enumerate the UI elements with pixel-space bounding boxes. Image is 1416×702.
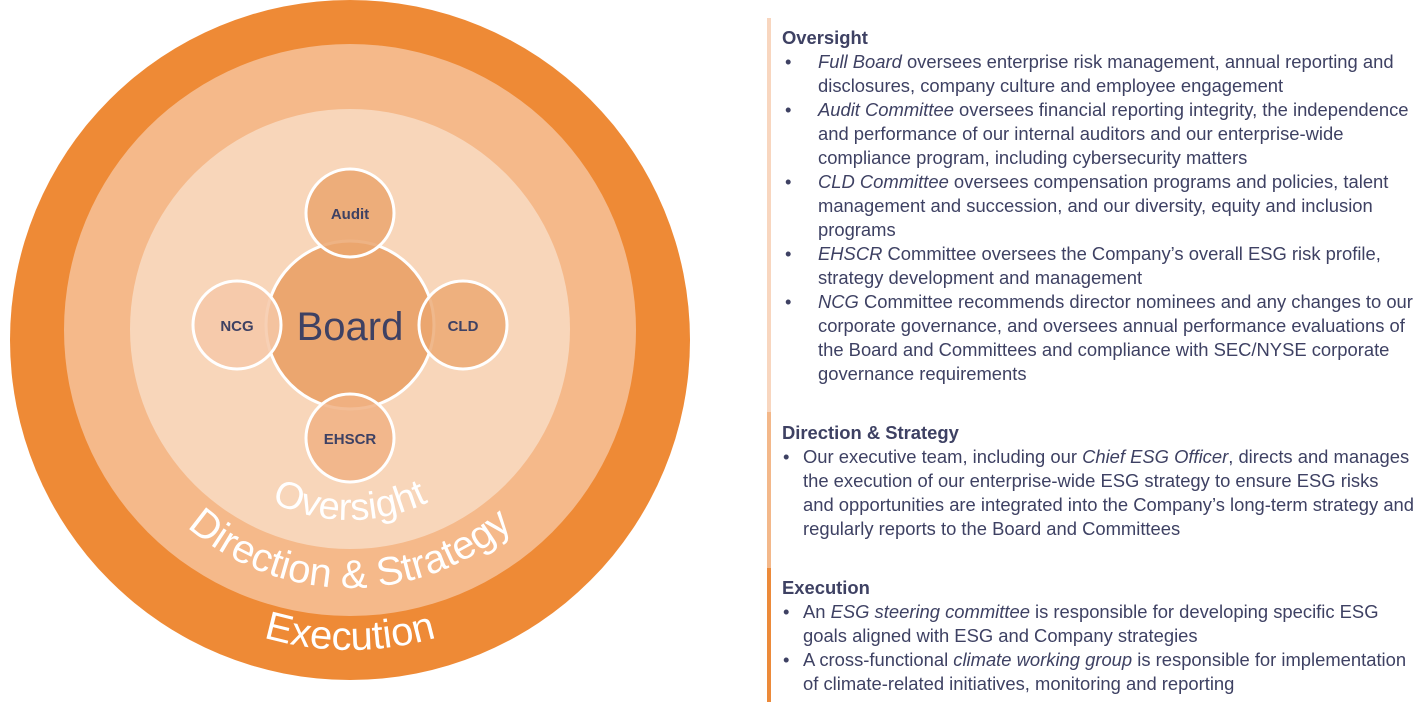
list-item: Audit Committee oversees financial repor… [782,98,1414,170]
body-text: , directs and manages the execution of o… [803,446,1415,539]
direction-list: Our executive team, including our Chief … [782,445,1414,541]
oversight-bar [767,18,771,412]
emphasis-text: ESG steering committee [830,601,1030,622]
ehscr-label: EHSCR [324,431,377,448]
emphasis-text: climate working group [953,649,1133,670]
execution-section: Execution An ESG steering committee is r… [782,576,1414,696]
execution-heading: Execution [782,577,870,598]
direction-heading: Direction & Strategy [782,422,959,443]
direction-section: Direction & Strategy Our executive team,… [782,421,1414,541]
board-label: Board [297,305,404,349]
body-text: oversees financial reporting integrity, … [818,99,1409,168]
audit-circle [304,167,396,259]
emphasis-text: Audit Committee [818,99,954,120]
body-text: A cross-functional [803,649,954,670]
list-item: CLD Committee oversees compensation prog… [782,170,1414,242]
oversight-heading: Oversight [782,27,868,48]
body-text: Our executive team, including our [803,446,1083,467]
body-text: Committee recommends director nominees a… [818,291,1413,384]
ehscr-circle [304,392,396,484]
body-text: is responsible for developing specific E… [803,601,1379,646]
ncg-label: NCG [220,318,253,335]
cld-label: CLD [448,318,479,335]
emphasis-text: EHSCR [818,243,883,264]
list-item: EHSCR Committee oversees the Company’s o… [782,242,1414,290]
emphasis-text: NCG [818,291,859,312]
list-item: A cross-functional climate working group… [782,648,1414,696]
governance-diagram: Board Audit CLD EHSCR NCG Oversight Dire… [10,0,690,680]
oversight-section: Oversight Full Board oversees enterprise… [782,26,1414,386]
body-text: An [803,601,831,622]
emphasis-text: Chief ESG Officer [1082,446,1229,467]
list-item: NCG Committee recommends director nomine… [782,290,1414,386]
list-item: Full Board oversees enterprise risk mana… [782,50,1414,98]
emphasis-text: CLD Committee [818,171,949,192]
list-item: Our executive team, including our Chief … [782,445,1414,541]
body-text: is responsible for implementation of cli… [803,649,1407,694]
oversight-list: Full Board oversees enterprise risk mana… [782,50,1414,386]
audit-label: Audit [331,206,369,223]
execution-bar [767,568,771,702]
body-text: oversees compensation programs and polic… [818,171,1389,240]
cld-circle [417,279,509,371]
body-text: Committee oversees the Company’s overall… [818,243,1381,288]
execution-list: An ESG steering committee is responsible… [782,600,1414,696]
emphasis-text: Full Board [818,51,902,72]
direction-bar [767,412,771,568]
ncg-circle [191,279,283,371]
body-text: oversees enterprise risk management, ann… [818,51,1394,96]
list-item: An ESG steering committee is responsible… [782,600,1414,648]
